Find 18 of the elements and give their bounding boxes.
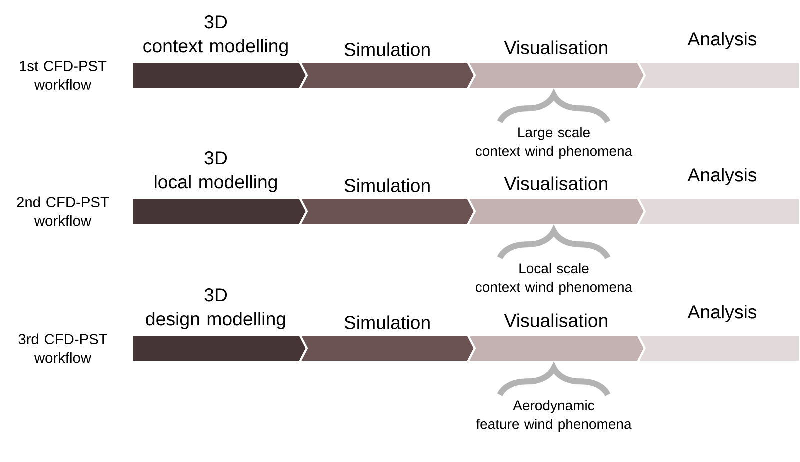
heading: Analysis bbox=[688, 32, 757, 50]
heading: Visualisation bbox=[504, 176, 608, 190]
heading: 3D design modelling bbox=[146, 288, 286, 330]
row-label: 1st CFD-PST workflow bbox=[20, 61, 107, 90]
heading: Analysis bbox=[688, 168, 757, 186]
heading: Simulation bbox=[344, 316, 430, 330]
brace-label: Local scale context wind phenomena bbox=[476, 263, 633, 295]
row-label: 2nd CFD-PST workflow bbox=[17, 196, 110, 226]
heading: Simulation bbox=[344, 178, 430, 192]
heading: Analysis bbox=[688, 305, 757, 322]
heading: Visualisation bbox=[504, 314, 608, 328]
brace-label: Aerodynamic feature wind phenomena bbox=[476, 400, 632, 432]
brace-label: Large scale context wind phenomena bbox=[476, 127, 633, 159]
heading: Visualisation bbox=[504, 40, 608, 54]
heading: 3D context modelling bbox=[144, 15, 288, 56]
row-label: 3rd CFD-PST workflow bbox=[18, 334, 108, 364]
heading: Simulation bbox=[344, 42, 430, 56]
heading: 3D local modelling bbox=[155, 151, 278, 192]
